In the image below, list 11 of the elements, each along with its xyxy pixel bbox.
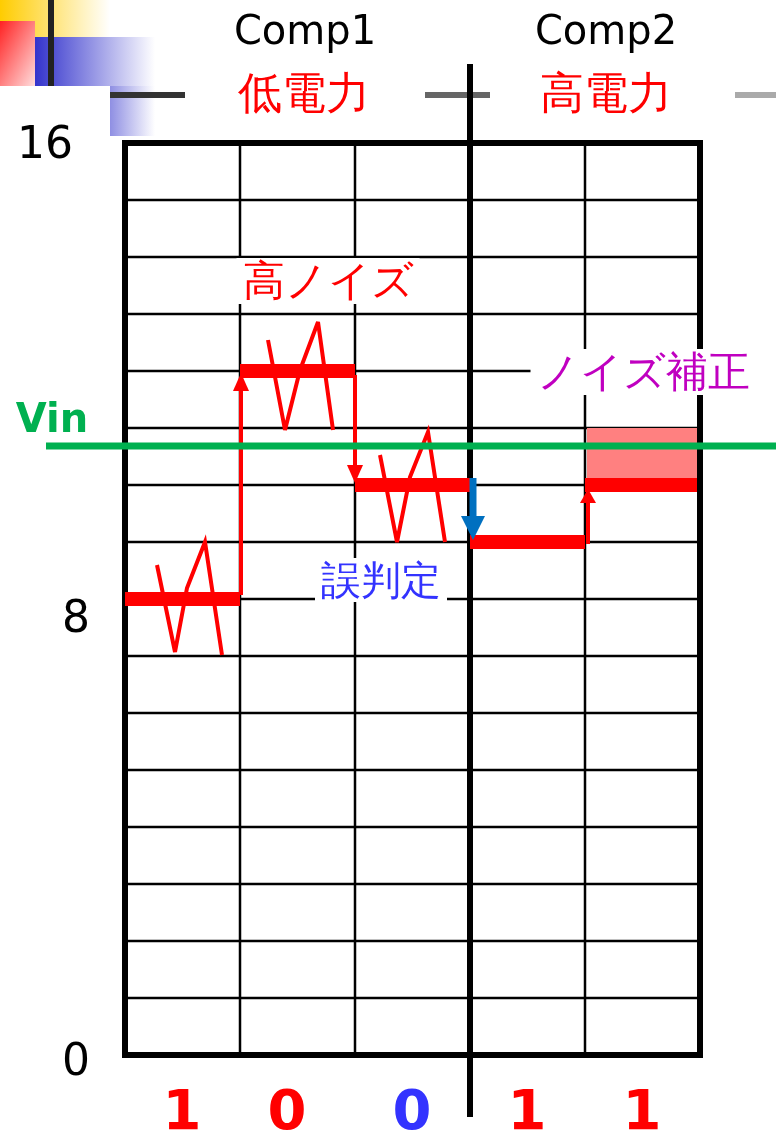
bit-value: 1 <box>622 1082 662 1137</box>
bit-value: 0 <box>392 1082 432 1137</box>
noise-label: 高ノイズ <box>236 258 420 304</box>
vin-label: Vin <box>15 398 89 438</box>
axis-tick-label: 0 <box>62 1038 90 1082</box>
bit-value: 1 <box>162 1082 202 1137</box>
axis-tick-label: 8 <box>62 595 90 639</box>
bit-value: 1 <box>507 1082 547 1137</box>
axis-tick-label: 16 <box>17 121 73 165</box>
error-label: 誤判定 <box>315 558 447 602</box>
bit-value: 0 <box>267 1082 307 1137</box>
